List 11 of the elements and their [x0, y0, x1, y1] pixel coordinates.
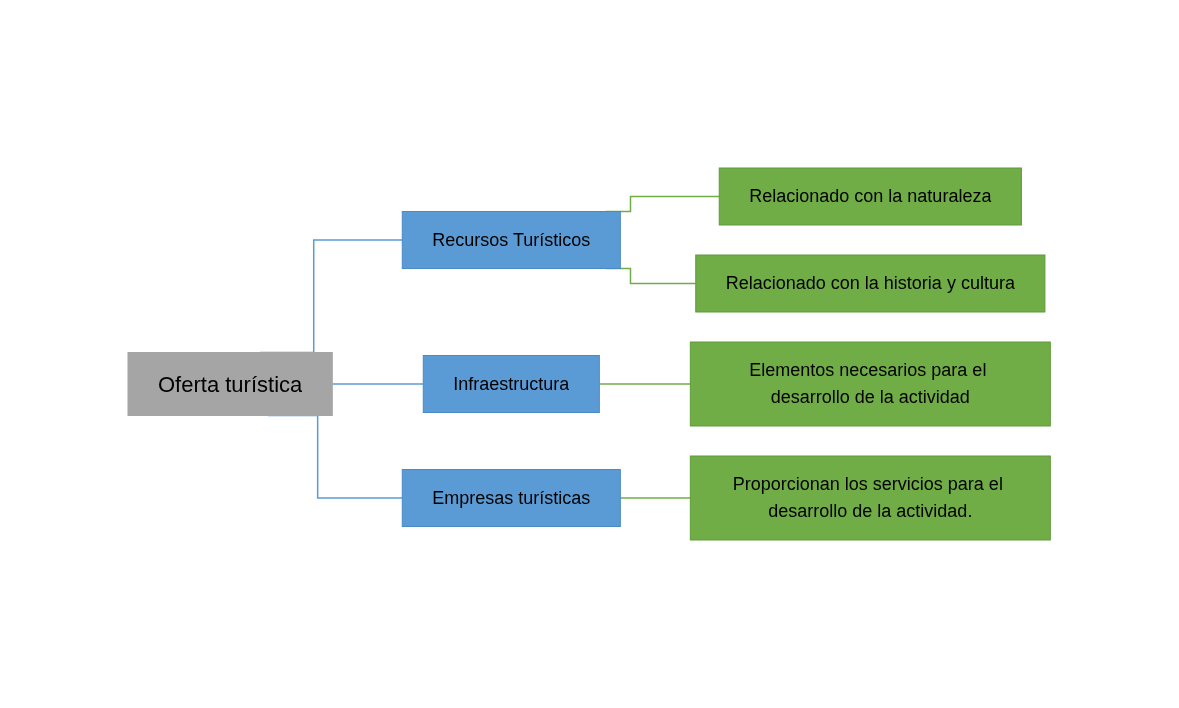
node-box: Elementos necesarios para el desarrollo de la actividad	[690, 341, 1052, 427]
connector	[331, 383, 425, 385]
node-box: Infraestructura	[423, 355, 601, 413]
connector	[598, 383, 692, 385]
node-box: Oferta turística	[127, 352, 334, 416]
node-box: Relacionado con la naturaleza	[719, 167, 1023, 226]
connector	[619, 497, 692, 499]
node-box: Proporcionan los servicios para el desarrollo de la actividad.	[690, 455, 1052, 541]
node-box: Relacionado con la historia y cultura	[695, 254, 1046, 313]
node-box: Empresas turísticas	[402, 469, 622, 527]
node-box: Recursos Turísticos	[402, 211, 622, 269]
